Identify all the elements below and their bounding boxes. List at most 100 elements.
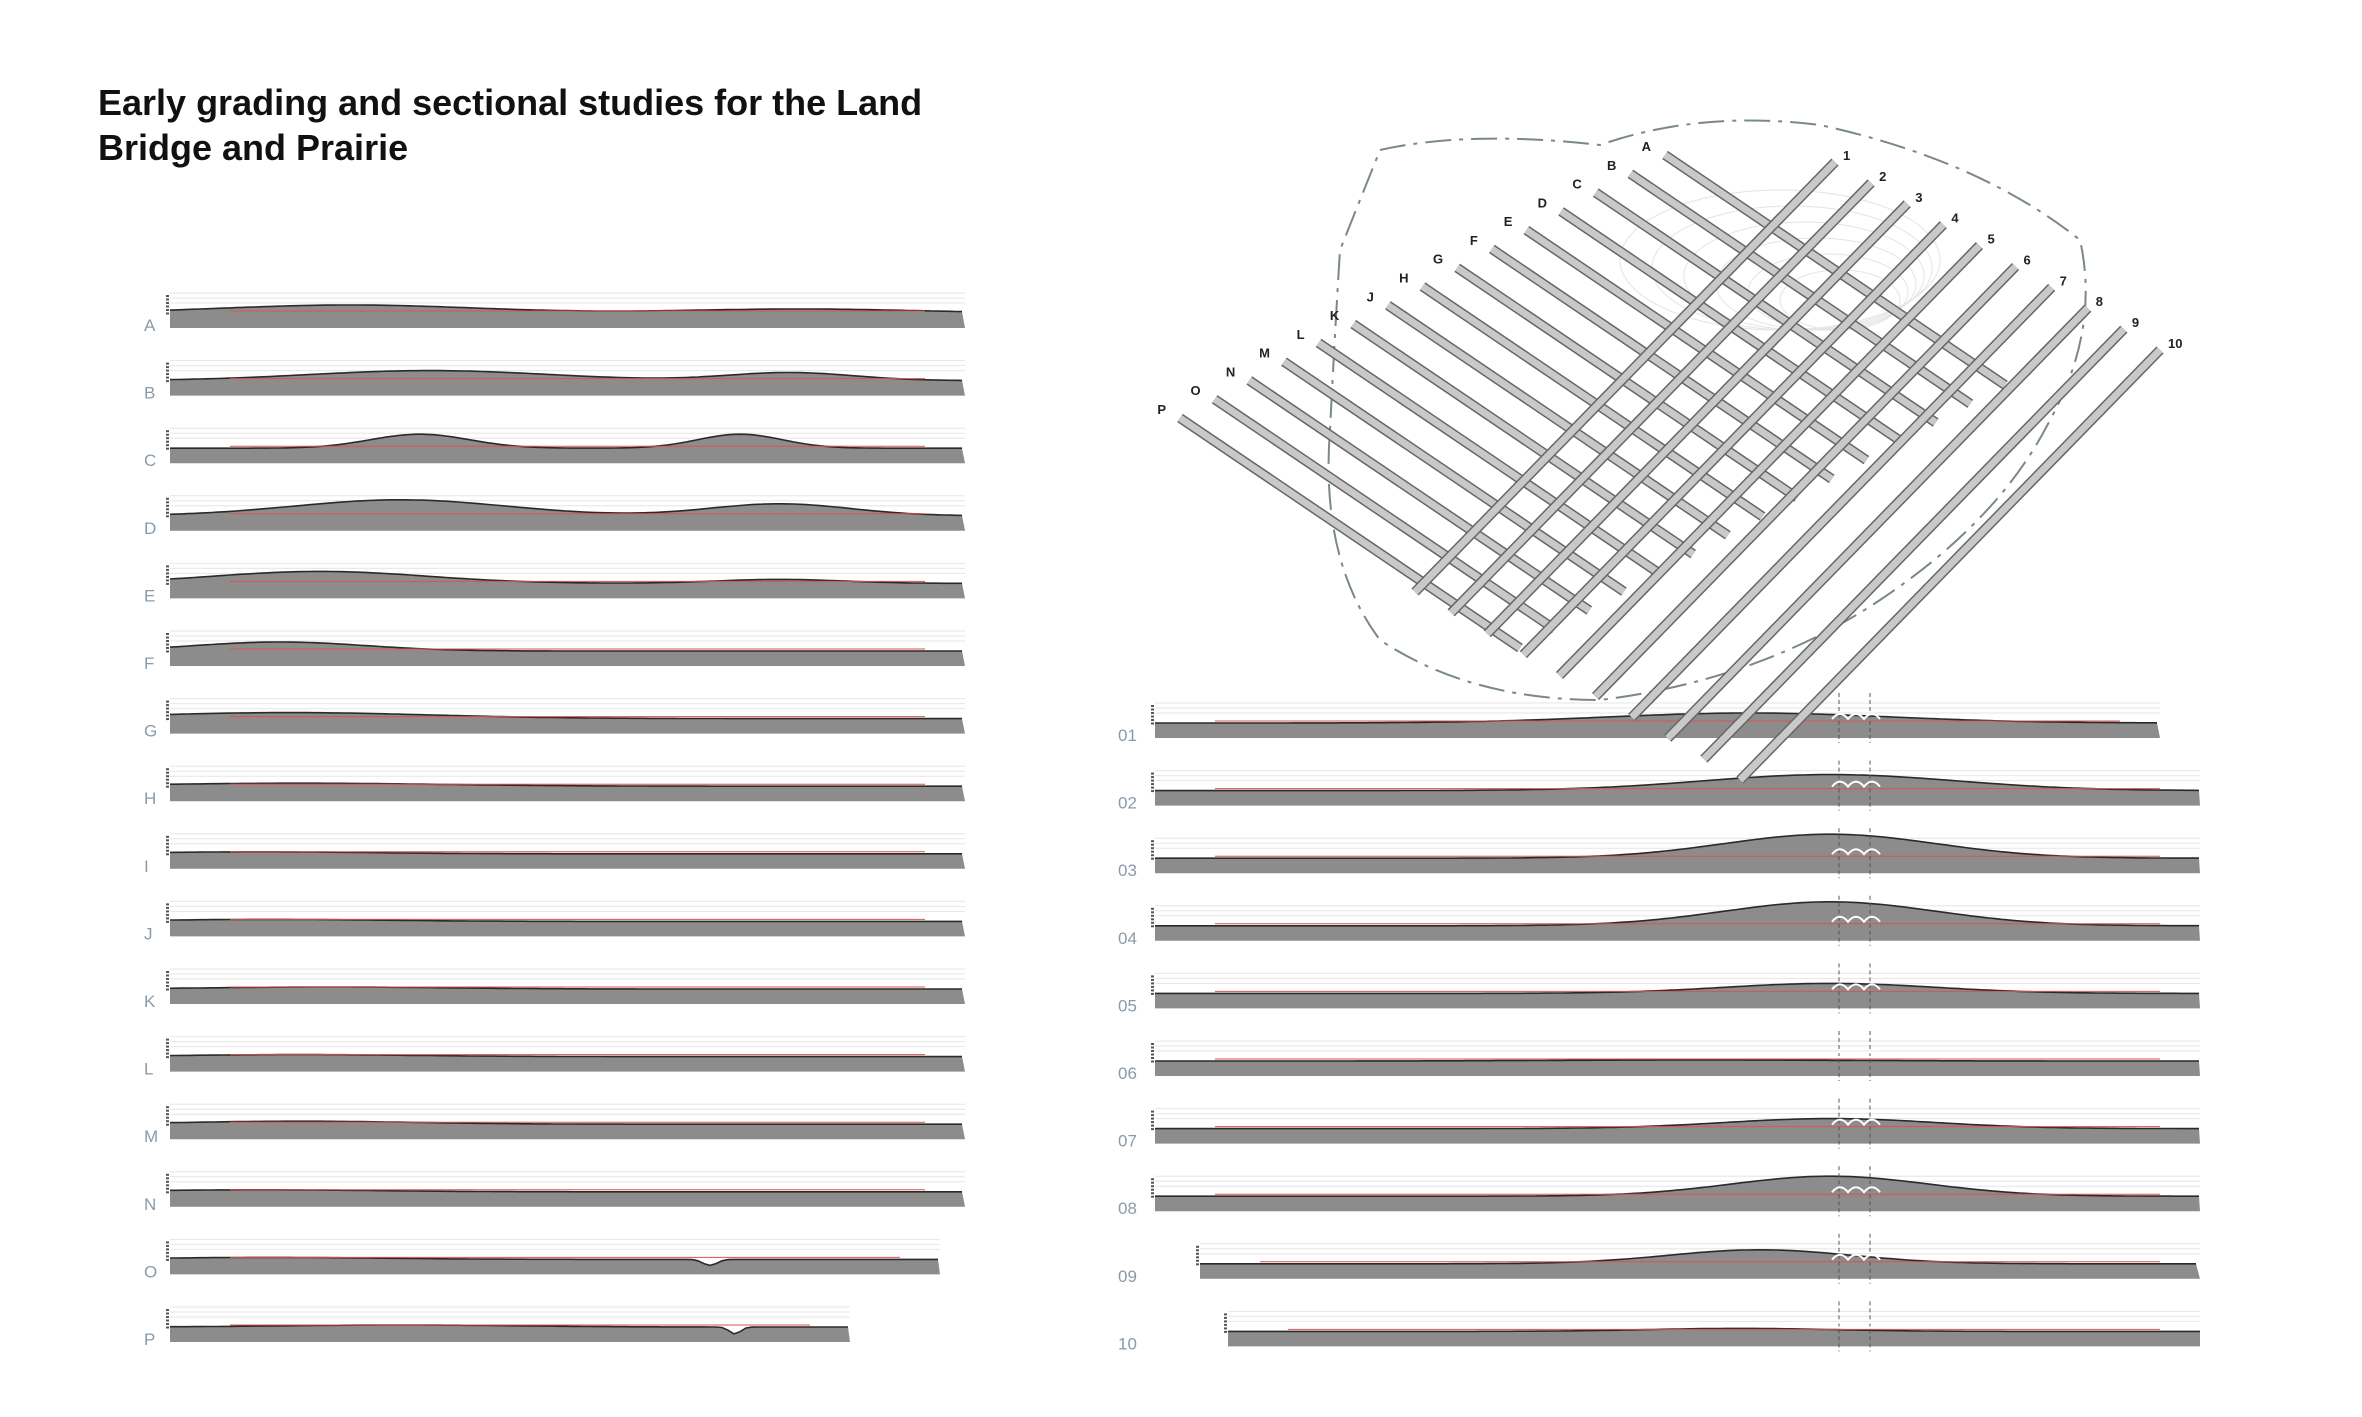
grid-letter-label: O xyxy=(1191,383,1201,398)
section-label: 02 xyxy=(1118,794,1137,813)
section-label: 04 xyxy=(1118,929,1137,948)
grid-letter-label: K xyxy=(1330,308,1340,323)
scale-tick xyxy=(166,718,169,721)
tube xyxy=(1556,243,1982,679)
section-label: 09 xyxy=(1118,1267,1137,1286)
ground-fill xyxy=(170,987,965,1004)
scale-tick xyxy=(166,511,169,514)
ground-fill xyxy=(170,1121,965,1140)
scale-tick xyxy=(1151,925,1154,928)
section-h: H xyxy=(144,765,965,808)
scale-tick xyxy=(1196,1259,1199,1262)
ground-fill xyxy=(170,1257,940,1275)
bridge-arches xyxy=(1831,848,1881,856)
grid-letter-label: E xyxy=(1504,214,1513,229)
ground-fill xyxy=(1155,983,2200,1009)
section-b: B xyxy=(144,360,965,403)
scale-tick xyxy=(166,568,169,571)
section-06: 06 xyxy=(1118,1031,2200,1083)
scale-tick xyxy=(166,1116,169,1119)
scale-tick xyxy=(1151,715,1154,718)
section-label: 03 xyxy=(1118,861,1137,880)
grid-letter-label: P xyxy=(1157,402,1166,417)
scale-tick xyxy=(166,302,169,304)
section-label: G xyxy=(144,722,157,741)
scale-tick xyxy=(166,971,169,973)
grid-letter-label: L xyxy=(1297,327,1305,342)
tube xyxy=(1593,189,1938,426)
scale-tick xyxy=(166,988,169,991)
scale-tick xyxy=(1224,1323,1227,1326)
scale-tick xyxy=(1196,1263,1199,1266)
grid-letter-label: A xyxy=(1642,139,1652,154)
scale-tick xyxy=(166,775,169,778)
scale-tick xyxy=(166,1123,169,1126)
ground-outline xyxy=(170,782,962,787)
scale-tick xyxy=(166,579,169,582)
scale-tick xyxy=(1151,790,1154,793)
ground-fill xyxy=(1155,834,2200,874)
bridge-arches xyxy=(1831,1051,1881,1059)
scale-tick xyxy=(1151,975,1154,978)
scale-tick xyxy=(1151,772,1154,775)
scale-tick xyxy=(1151,1046,1154,1049)
bridge-arches xyxy=(1831,780,1881,789)
section-m: M xyxy=(144,1103,965,1146)
ground-fill xyxy=(170,1325,850,1342)
section-label: O xyxy=(144,1262,157,1281)
tube xyxy=(1412,159,1838,595)
ground-fill xyxy=(1155,901,2200,941)
scale-tick xyxy=(1151,719,1154,721)
scale-tick xyxy=(1151,783,1154,786)
scale-tick xyxy=(166,846,169,849)
scale-tick xyxy=(166,910,169,913)
scale-tick xyxy=(1151,776,1154,779)
tube xyxy=(1420,283,1765,520)
bridge-arches xyxy=(1831,983,1881,991)
section-j: J xyxy=(144,900,965,943)
scale-tick xyxy=(1151,1060,1154,1063)
tube xyxy=(1212,396,1557,633)
bridge-arches xyxy=(1831,1321,1881,1329)
scale-tick xyxy=(1151,1178,1154,1181)
section-08: 08 xyxy=(1118,1166,2200,1218)
ground-fill xyxy=(1155,774,2200,806)
ground-fill xyxy=(170,370,965,396)
scale-tick xyxy=(166,1177,169,1180)
section-label: 08 xyxy=(1118,1199,1137,1218)
scale-tick xyxy=(1151,1188,1154,1191)
grid-letter-label: N xyxy=(1226,364,1235,379)
scale-tick xyxy=(166,835,169,838)
section-label: N xyxy=(144,1195,156,1214)
grid-number-label: 1 xyxy=(1843,148,1850,163)
grid-number-label: 4 xyxy=(1951,211,1959,226)
scale-tick xyxy=(166,440,169,443)
scale-tick xyxy=(166,1049,169,1052)
ground-fill xyxy=(170,305,965,328)
ground-outline xyxy=(169,641,962,652)
section-d: D xyxy=(144,495,965,538)
scale-tick xyxy=(166,295,169,297)
ground-outline xyxy=(1155,773,2200,792)
scale-tick xyxy=(166,1255,169,1258)
ground-fill xyxy=(170,1054,965,1072)
scale-tick xyxy=(1151,843,1154,846)
scale-tick xyxy=(166,430,169,433)
section-p: P xyxy=(144,1306,850,1349)
ground-fill xyxy=(1200,1249,2200,1279)
tube xyxy=(1489,246,1834,482)
scale-tick xyxy=(166,1309,169,1311)
scale-tick xyxy=(1151,857,1154,860)
scale-tick xyxy=(166,1312,169,1315)
scale-tick xyxy=(166,920,169,923)
scale-tick xyxy=(166,1180,169,1183)
grid-letter-label: M xyxy=(1259,346,1270,361)
scale-tick xyxy=(1151,914,1154,917)
scale-tick xyxy=(1151,712,1154,714)
tube xyxy=(1484,201,1910,637)
scale-tick xyxy=(1196,1249,1199,1252)
scale-tick xyxy=(166,1323,169,1325)
scale-tick xyxy=(166,700,169,703)
scale-tick xyxy=(166,974,169,977)
